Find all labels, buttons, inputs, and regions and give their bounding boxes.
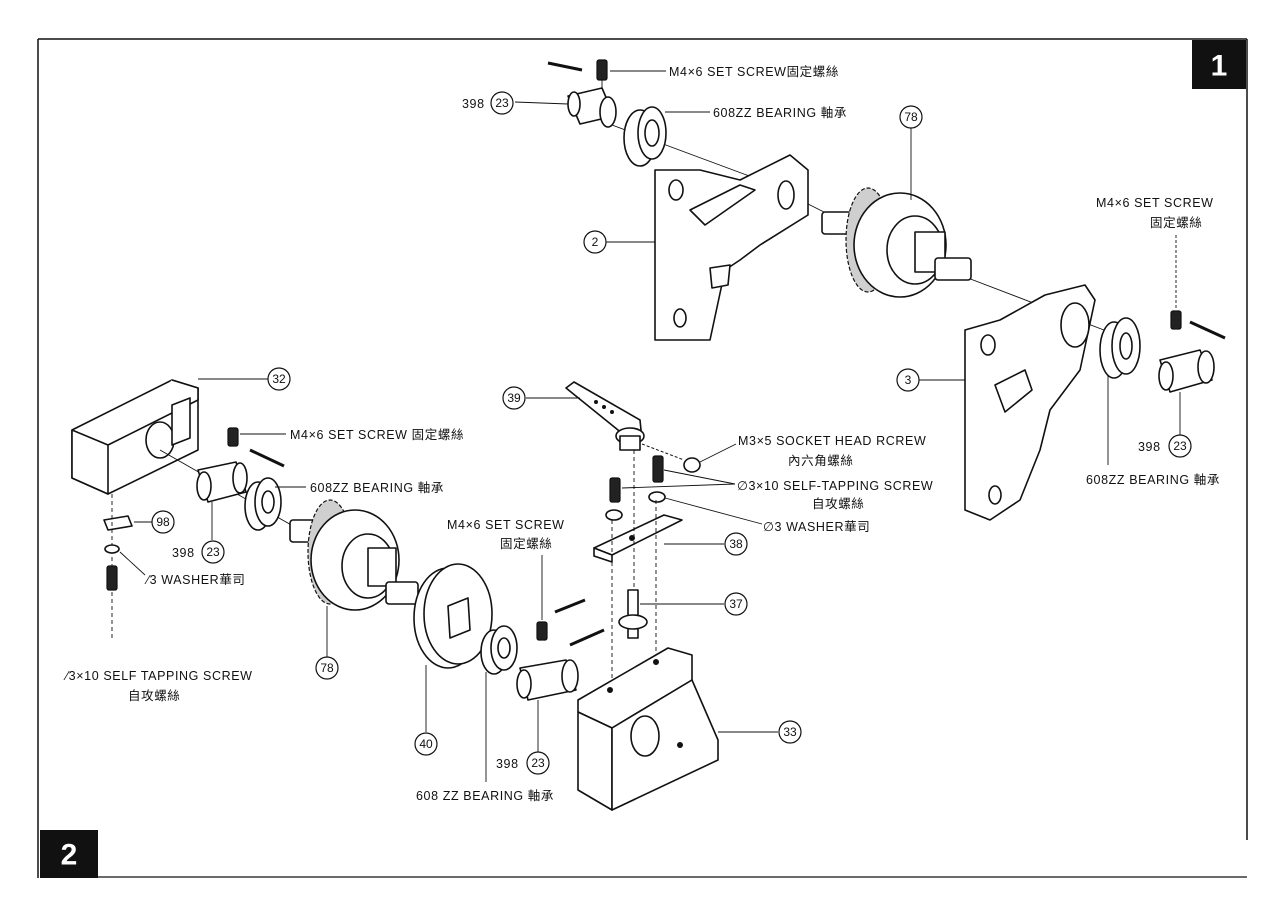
washer-screw-left: [104, 494, 146, 640]
disc-40: [413, 563, 493, 732]
page-marker-1: 1: [1192, 40, 1246, 89]
bearing-top: [623, 106, 710, 167]
label-set-screw-left: M4×6 SET SCREW 固定螺絲: [290, 427, 464, 442]
callout-2: 2: [583, 230, 607, 254]
label-set-screw-mid-1: M4×6 SET SCREW: [447, 518, 565, 532]
servo-horn-39: [526, 381, 645, 451]
coupling-23-right: [1158, 349, 1215, 436]
svg-text:2: 2: [61, 839, 78, 872]
prefix-23-bottom: 398: [496, 757, 519, 771]
bearing-left: [244, 477, 306, 531]
label-set-screw-top: M4×6 SET SCREW固定螺絲: [669, 64, 839, 79]
label-set-screw-mid-2: 固定螺絲: [500, 536, 552, 551]
svg-text:23: 23: [206, 545, 220, 559]
washers-middle: [605, 491, 763, 525]
label-bearing-left: 608ZZ BEARING 軸承: [310, 481, 444, 495]
coupling-23-bottom: [516, 659, 579, 752]
prefix-23-top: 398: [462, 97, 485, 111]
svg-text:98: 98: [156, 515, 170, 529]
svg-text:23: 23: [495, 96, 509, 110]
bearing-right: [1099, 317, 1141, 465]
block-32: [71, 378, 268, 495]
svg-text:37: 37: [729, 597, 743, 611]
callout-78-top: 78: [899, 105, 923, 129]
prefix-23-left: 398: [172, 546, 195, 560]
label-bearing-right: 608ZZ BEARING 軸承: [1086, 473, 1220, 487]
bracket-2: [606, 154, 809, 341]
set-screw-top: [547, 59, 666, 102]
label-bearing-top: 608ZZ BEARING 軸承: [713, 106, 847, 120]
page-marker-2: 2: [40, 830, 98, 878]
self-tap-screws-middle: [609, 455, 736, 503]
svg-text:32: 32: [272, 372, 286, 386]
coupling-23-left: [196, 461, 248, 540]
label-self-tap-mid-2: 自攻螺絲: [812, 496, 864, 511]
label-washer-left: ⁄3 WASHER華司: [144, 573, 246, 587]
shaft-37: [611, 450, 724, 680]
socket-head-screw: [641, 443, 737, 473]
label-socket-2: 內六角螺絲: [788, 453, 854, 468]
prefix-23-right: 398: [1138, 440, 1161, 454]
callout-33: 33: [778, 720, 802, 744]
coupling-23-top: [514, 87, 617, 128]
label-self-tap-mid-1: ∅3×10 SELF-TAPPING SCREW: [737, 479, 933, 493]
bracket-3: [919, 284, 1096, 521]
svg-text:78: 78: [320, 661, 334, 675]
label-set-screw-right-1: M4×6 SET SCREW: [1096, 196, 1214, 210]
svg-text:1: 1: [1211, 50, 1228, 83]
set-screw-left: [227, 427, 286, 468]
callout-37: 37: [724, 592, 748, 616]
callout-38: 38: [724, 532, 748, 556]
page-frame: [37, 38, 1248, 878]
callout-23-top: 23: [490, 91, 514, 115]
callout-23-left: 23: [201, 540, 225, 564]
label-self-tap-left-2: 自攻螺絲: [128, 688, 180, 703]
callout-78-bottom: 78: [315, 656, 339, 680]
svg-text:3: 3: [905, 373, 912, 387]
label-bearing-bottom: 608 ZZ BEARING 軸承: [416, 789, 554, 803]
callout-40: 40: [414, 732, 438, 756]
svg-text:33: 33: [783, 725, 797, 739]
callout-23-bottom: 23: [526, 751, 550, 775]
plate-38: [593, 514, 724, 563]
clip-98: [103, 515, 152, 531]
set-screw-middle: [536, 555, 605, 647]
svg-text:23: 23: [531, 756, 545, 770]
gear-78-top: [821, 128, 972, 298]
set-screw-right: [1170, 235, 1226, 340]
svg-text:2: 2: [592, 235, 599, 249]
callout-39: 39: [502, 386, 526, 410]
callout-3: 3: [896, 368, 920, 392]
gear-78-bottom: [289, 499, 419, 657]
label-self-tap-left-1: ⁄3×10 SELF TAPPING SCREW: [63, 669, 253, 683]
svg-text:38: 38: [729, 537, 743, 551]
svg-text:23: 23: [1173, 439, 1187, 453]
callout-98: 98: [151, 510, 175, 534]
callout-23-right: 23: [1168, 434, 1192, 458]
svg-text:40: 40: [419, 737, 433, 751]
base-33: [577, 647, 778, 811]
label-set-screw-right-2: 固定螺絲: [1150, 215, 1202, 230]
bearing-bottom: [480, 625, 518, 782]
label-socket-1: M3×5 SOCKET HEAD RCREW: [738, 434, 926, 448]
svg-text:78: 78: [904, 110, 918, 124]
label-washer-mid: ∅3 WASHER華司: [763, 520, 870, 534]
svg-text:39: 39: [507, 391, 521, 405]
callout-32: 32: [267, 367, 291, 391]
